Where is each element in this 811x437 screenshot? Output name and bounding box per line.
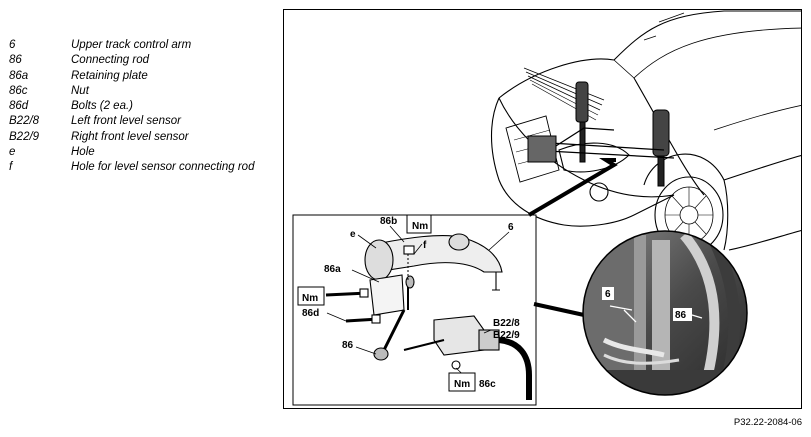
suspension-struts	[527, 81, 675, 187]
legend-code: B22/8	[9, 115, 40, 128]
legend-row: B22/8 Left front level sensor	[9, 114, 274, 129]
label-f: f	[423, 240, 427, 251]
legend-description: Nut	[71, 84, 89, 97]
legend-code: 6	[9, 39, 16, 51]
legend-description: Hole for level sensor connecting rod	[71, 161, 255, 174]
label-nm-3: Nm	[454, 379, 470, 390]
label-6: 6	[508, 222, 514, 233]
legend-code: 86	[9, 54, 22, 67]
label-e: e	[350, 229, 356, 240]
legend-code: 86a	[9, 69, 29, 82]
label-86a: 86a	[324, 264, 341, 275]
legend-row: 86 Connecting rod	[9, 53, 274, 68]
legend-row: B22/9 Right front level sensor	[9, 130, 274, 145]
detail-label-86: 86	[675, 310, 687, 321]
legend-row: f Hole for level sensor connecting rod	[9, 160, 274, 175]
legend-description: Bolts (2 ea.)	[71, 100, 133, 113]
legend-code: B22/9	[9, 130, 40, 143]
exploded-view-panel	[292, 158, 618, 406]
car-illustration	[490, 10, 801, 254]
legend-description: Left front level sensor	[71, 115, 181, 128]
legend-description: Connecting rod	[71, 54, 149, 67]
legend-description: Hole	[71, 146, 95, 159]
label-86d: 86d	[302, 308, 319, 319]
label-86c: 86c	[479, 379, 496, 390]
diagram-figure: 86b Nm e f 6 86a Nm 86d 86 B22/8 B22/9 N…	[283, 9, 802, 409]
legend-code: e	[9, 146, 16, 159]
label-nm-1: Nm	[412, 221, 428, 232]
legend-description: Retaining plate	[71, 69, 148, 82]
label-b22-8: B22/8	[493, 318, 520, 329]
figure-reference: P32.22-2084-06	[733, 417, 802, 428]
legend-code: f	[9, 161, 13, 174]
detail-photo	[582, 230, 748, 396]
legend-row: 86c Nut	[9, 84, 274, 99]
detail-pointer	[533, 302, 585, 317]
legend-description: Right front level sensor	[71, 130, 189, 143]
label-b22-9: B22/9	[493, 330, 520, 341]
label-nm-2: Nm	[302, 293, 318, 304]
label-86: 86	[342, 340, 354, 351]
legend-row: e Hole	[9, 145, 274, 160]
detail-label-6: 6	[605, 289, 611, 300]
legend-row: 86a Retaining plate	[9, 69, 274, 84]
label-86b: 86b	[380, 216, 397, 227]
legend-row: 86d Bolts (2 ea.)	[9, 99, 274, 114]
diagram-svg: 86b Nm e f 6 86a Nm 86d 86 B22/8 B22/9 N…	[292, 10, 801, 406]
legend: 6 Upper track control arm 86 Connecting rod…	[9, 38, 274, 176]
legend-description: Upper track control arm	[71, 39, 192, 51]
legend-row: 6 Upper track control arm	[9, 38, 274, 53]
legend-code: 86d	[9, 100, 29, 113]
legend-code: 86c	[9, 84, 28, 97]
